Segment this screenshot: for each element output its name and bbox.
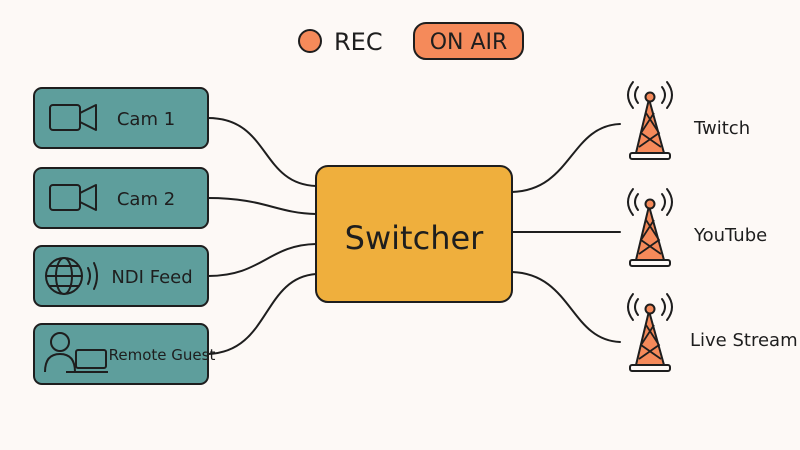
connector-remote-switcher: [207, 273, 317, 355]
switcher-label: Switcher: [345, 219, 484, 257]
source-remote-guest: Remote Guest: [33, 323, 216, 385]
connector-ndi-switcher: [207, 243, 317, 277]
source-box: [33, 323, 209, 385]
globe-broadcast-icon: [45, 257, 98, 295]
source-box: [33, 245, 209, 307]
destination-label: Live Stream: [690, 330, 798, 351]
status-bar: REC ON AIR: [298, 22, 524, 60]
source-ndi-feed: NDI Feed: [33, 245, 209, 307]
destination-twitch: Twitch: [627, 81, 750, 160]
broadcast-tower-icon: [627, 293, 673, 372]
source-label: Remote Guest: [109, 346, 216, 364]
destination-youtube: YouTube: [627, 188, 767, 267]
switcher-box: [315, 165, 513, 303]
broadcast-tower-icon: [627, 188, 673, 267]
video-camera-icon: [49, 104, 97, 131]
on-air-badge: [413, 22, 524, 60]
connector-switcher-livestream: [511, 271, 621, 343]
destination-live-stream: Live Stream: [627, 293, 798, 372]
source-label: Cam 1: [117, 109, 175, 130]
switcher-node: Switcher: [315, 165, 513, 303]
rec-dot-icon: [298, 29, 322, 53]
connector-switcher-twitch: [511, 123, 621, 193]
destination-label: Twitch: [693, 118, 750, 139]
source-cam-1: Cam 1: [33, 87, 209, 149]
source-box: [33, 167, 209, 229]
on-air-label: ON AIR: [430, 30, 508, 55]
broadcast-tower-icon: [627, 81, 673, 160]
connector-cam1-switcher: [207, 117, 317, 187]
source-cam-2: Cam 2: [33, 167, 209, 229]
source-label: Cam 2: [117, 189, 175, 210]
person-laptop-icon: [44, 332, 108, 373]
source-box: [33, 87, 209, 149]
source-label: NDI Feed: [111, 267, 192, 288]
connector-lines: [207, 117, 621, 355]
destination-label: YouTube: [693, 225, 767, 246]
connector-cam2-switcher: [207, 197, 317, 215]
video-camera-icon: [49, 184, 97, 211]
rec-label: REC: [334, 28, 383, 56]
